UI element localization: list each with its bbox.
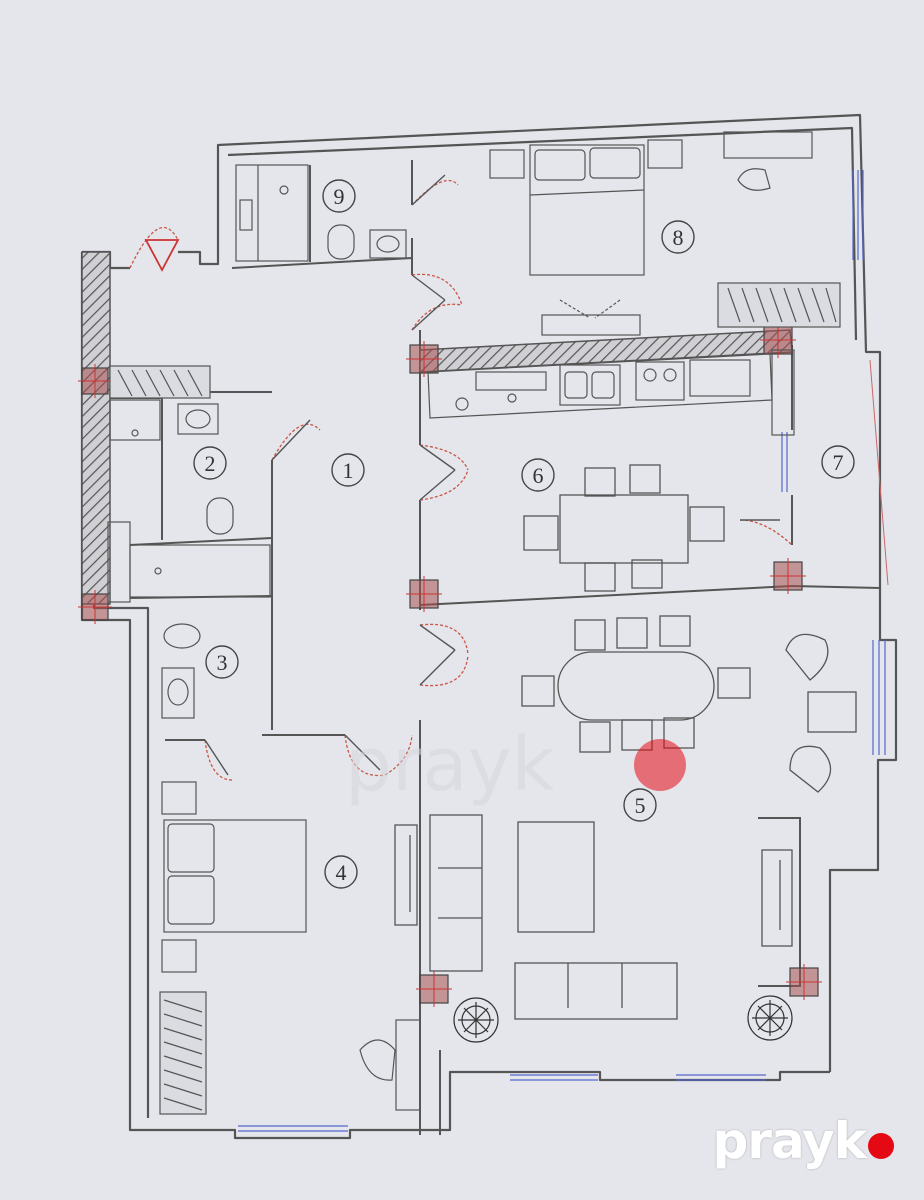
windows: [238, 170, 886, 1132]
door-leaves: [204, 174, 780, 776]
doors: [129, 179, 793, 781]
living-room-5-furniture: [394, 615, 857, 1020]
bathroom-2-fixtures: [109, 365, 234, 535]
dining-table-6: [523, 464, 725, 592]
room-label-4: 4: [336, 860, 347, 885]
outer-walls: [80, 113, 898, 1140]
watermark-text: prayk: [345, 722, 555, 808]
room-label-2: 2: [205, 451, 216, 476]
room-numbers: [193, 179, 855, 889]
hatched-walls: [81, 251, 793, 605]
bathroom-9-fixtures: [235, 164, 407, 262]
bedroom-8-furniture: [489, 131, 841, 336]
logo-text: prayk: [712, 1112, 867, 1170]
room-label-8: 8: [673, 225, 684, 250]
room-label-1: 1: [343, 458, 354, 483]
room-label-6: 6: [533, 463, 544, 488]
balcony-window-line: [869, 359, 889, 586]
logo-dot-icon: [868, 1133, 894, 1159]
kitchen-counter: [427, 349, 795, 436]
brand-logo: prayk: [712, 1112, 894, 1170]
room-label-3: 3: [217, 650, 228, 675]
room-label-5: 5: [635, 793, 646, 818]
bedroom-4-furniture: [159, 781, 421, 1115]
room-label-9: 9: [334, 184, 345, 209]
entry-marker: [144, 239, 180, 272]
watermark-dot: [634, 739, 686, 791]
decorative-plants: [453, 995, 793, 1043]
room-label-7: 7: [833, 450, 844, 475]
column-crosshairs: [78, 322, 822, 1007]
bathroom-3-fixtures: [107, 521, 271, 719]
